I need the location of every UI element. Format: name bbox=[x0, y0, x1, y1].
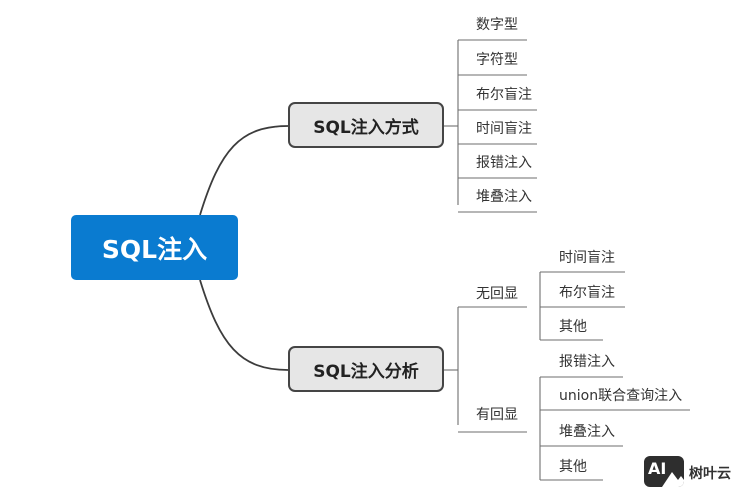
echo-leaf: 报错注入 bbox=[559, 354, 615, 370]
no-echo-node: 无回显 bbox=[476, 286, 518, 302]
method-leaf: 堆叠注入 bbox=[476, 189, 532, 205]
no-echo-leaf: 时间盲注 bbox=[559, 250, 615, 266]
methods-node: SQL注入方式 bbox=[288, 102, 444, 148]
mountain-icon bbox=[662, 472, 684, 487]
no-echo-leaf: 其他 bbox=[559, 319, 587, 335]
watermark-logo-text: AI bbox=[648, 459, 667, 478]
echo-leaf: 堆叠注入 bbox=[559, 424, 615, 440]
root-node: SQL注入 bbox=[71, 215, 238, 280]
method-leaf: 数字型 bbox=[476, 17, 518, 33]
connector-root-analysis bbox=[199, 279, 289, 371]
no-echo-leaf: 布尔盲注 bbox=[559, 285, 615, 301]
method-leaf: 报错注入 bbox=[476, 155, 532, 171]
analysis-node: SQL注入分析 bbox=[288, 346, 444, 392]
echo-leaf: union联合查询注入 bbox=[559, 388, 683, 404]
method-leaf: 时间盲注 bbox=[476, 121, 532, 137]
echo-leaf: 其他 bbox=[559, 459, 587, 475]
method-leaf: 布尔盲注 bbox=[476, 87, 532, 103]
watermark-logo: AI bbox=[644, 456, 684, 487]
connector-root-methods bbox=[199, 125, 289, 216]
method-leaf: 字符型 bbox=[476, 52, 518, 68]
watermark-brand: 树叶云 bbox=[689, 466, 731, 482]
echo-node: 有回显 bbox=[476, 407, 518, 423]
